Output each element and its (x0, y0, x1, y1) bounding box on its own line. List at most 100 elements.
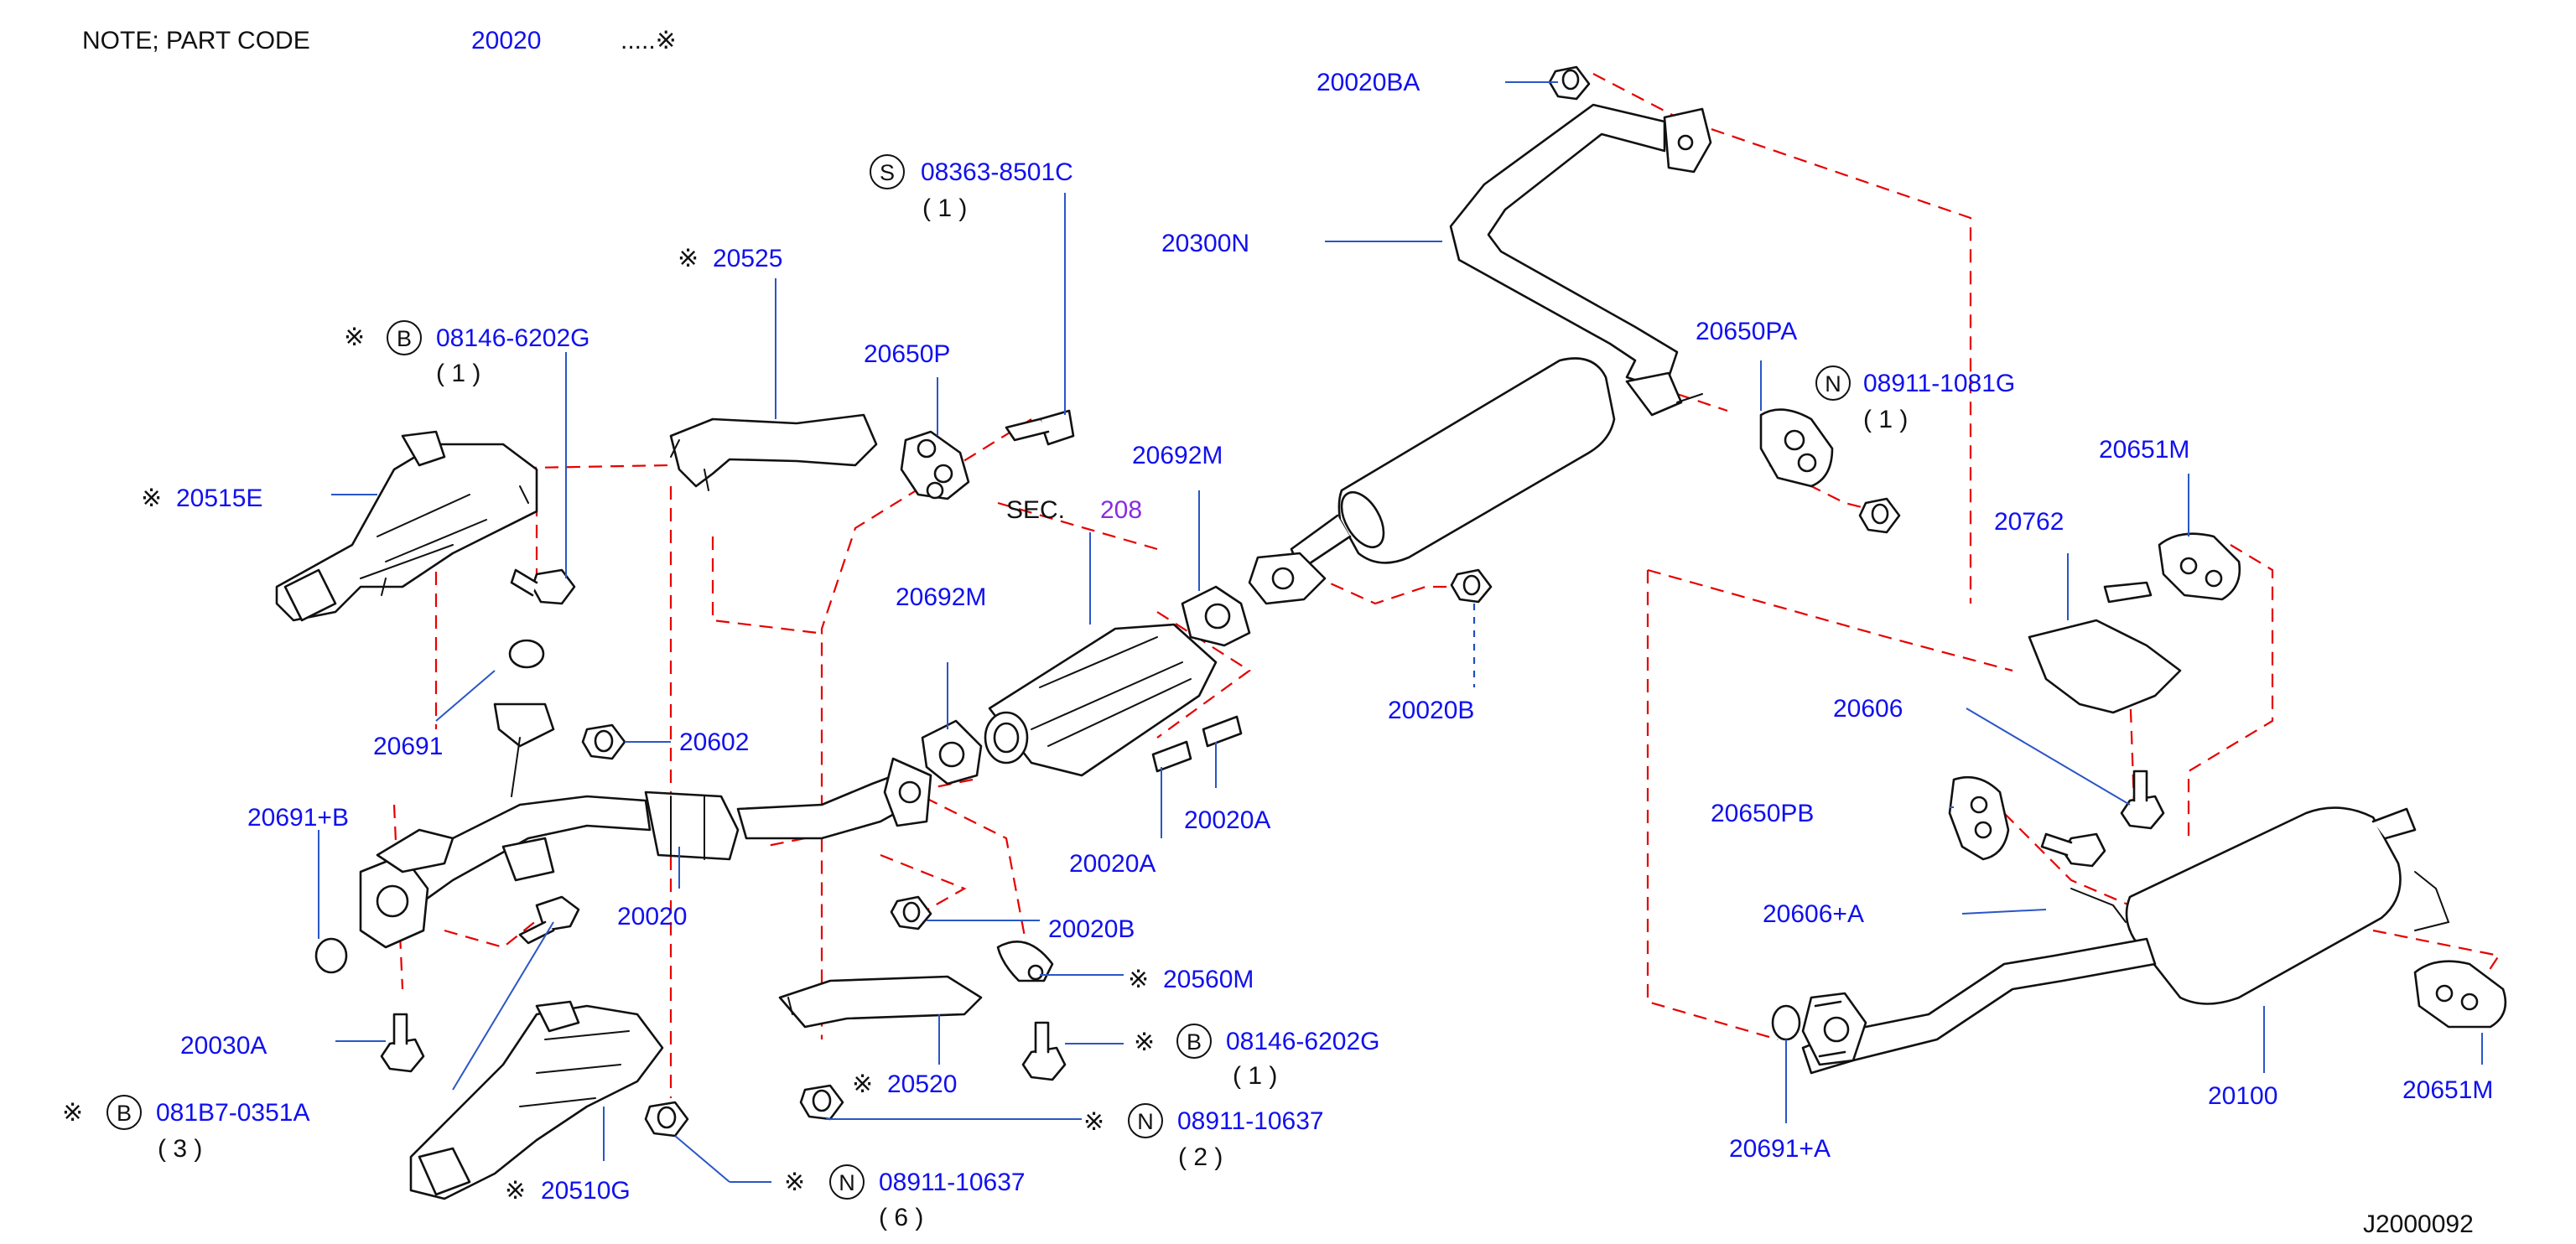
label-20020B-upper: 20020B (1388, 697, 1474, 724)
symbol-circle-b-upper (387, 320, 422, 355)
asterisk-20525: ※ (678, 245, 699, 272)
gasket-20691+B (314, 937, 348, 974)
rubber-hanger-20650PB (1948, 775, 2010, 861)
flange-20691+A (1801, 992, 1867, 1066)
label-08911-10637-b: 08911-10637 (879, 1169, 1026, 1196)
bolt-20606 (2120, 770, 2165, 830)
sec-number: 208 (1100, 496, 1142, 524)
label-20650P: 20650P (864, 340, 950, 368)
label-20692M-upper: 20692M (1132, 442, 1223, 469)
symbol-circle-b-081b7 (106, 1095, 142, 1130)
label-20560M: 20560M (1163, 966, 1254, 993)
symbol-n-b: N (839, 1170, 855, 1195)
label-20606: 20606 (1833, 695, 1903, 723)
label-20100: 20100 (2208, 1082, 2277, 1110)
nut-20020B-lower (890, 895, 932, 930)
bolt-08146-6202G-lower (1021, 1021, 1067, 1081)
leader-lines (318, 81, 2483, 1183)
bolt-08363-8501C (1005, 409, 1075, 446)
note-prefix: NOTE; PART CODE (82, 27, 310, 54)
center-muffler (1248, 357, 1703, 605)
nut-08911-1081G (1858, 497, 1901, 534)
asterisk-20510G: ※ (505, 1177, 526, 1205)
diagram-id: J2000092 (2363, 1210, 2474, 1238)
bolt-20606+A (2040, 832, 2106, 868)
bracket-20762 (2028, 581, 2182, 714)
label-20020BA: 20020BA (1317, 69, 1420, 96)
label-20691+A: 20691+A (1729, 1135, 1831, 1163)
label-08911-10637-a: 08911-10637 (1177, 1107, 1324, 1135)
label-20762: 20762 (1994, 508, 2064, 536)
qty-08911-10637-a: ( 2 ) (1178, 1143, 1223, 1171)
center-catalyst (984, 623, 1218, 777)
symbol-circle-b-lower (1176, 1024, 1212, 1059)
bolt-20030A (380, 1013, 425, 1073)
label-20300N: 20300N (1161, 230, 1249, 257)
gasket-20692M-upper (1181, 585, 1251, 647)
symbol-s: S (880, 160, 895, 185)
label-20020A-left: 20020A (1069, 850, 1156, 878)
label-20651M-lower: 20651M (2402, 1076, 2493, 1104)
label-08363-8501C: 08363-8501C (921, 158, 1073, 186)
gasket-20691+A (1771, 1004, 1801, 1041)
bolt-08146-6202G-upper (510, 568, 576, 605)
gasket-20692M-lower (921, 719, 983, 785)
label-08911-1081G: 08911-1081G (1863, 370, 2015, 397)
asterisk-20515E: ※ (141, 485, 162, 512)
label-20651M-upper: 20651M (2099, 436, 2189, 464)
symbol-n-a: N (1137, 1109, 1154, 1134)
rubber-hanger-20651M-lower (2413, 960, 2507, 1029)
asterisk-08146-lower: ※ (1134, 1029, 1155, 1056)
heat-shield-20525 (669, 413, 878, 491)
asterisk-20520: ※ (852, 1070, 873, 1098)
part-code-note: NOTE; PART CODE 20020 .....※ (82, 27, 677, 54)
symbol-b-lower: B (1187, 1029, 1202, 1055)
heat-insulator-20510G (409, 1000, 664, 1200)
center-pipe-20300N (1449, 103, 1712, 387)
qty-08911-10637-b: ( 6 ) (879, 1204, 923, 1231)
asterisk-08911-a: ※ (1083, 1108, 1104, 1136)
label-08146-6202G-lower: 08146-6202G (1226, 1028, 1380, 1055)
qty-08146-6202G-upper: ( 1 ) (436, 360, 480, 387)
label-20650PB: 20650PB (1711, 800, 1814, 827)
symbol-b-081b7: B (117, 1101, 132, 1126)
label-20650PA: 20650PA (1696, 318, 1797, 345)
label-08146-6202G-upper: 08146-6202G (436, 324, 590, 352)
symbol-circle-n-b (829, 1164, 865, 1200)
heat-shield-20520 (778, 975, 983, 1029)
asterisk-08911-b: ※ (784, 1169, 805, 1196)
note-code: 20020 (471, 27, 541, 54)
qty-081B7-0351A: ( 3 ) (158, 1135, 202, 1163)
asterisk-08146-upper: ※ (344, 324, 365, 351)
label-081B7-0351A: 081B7-0351A (156, 1099, 310, 1127)
label-20020A-right: 20020A (1184, 806, 1270, 834)
label-20020: 20020 (617, 903, 687, 930)
label-20692M-lower: 20692M (896, 583, 986, 611)
label-20606+A: 20606+A (1763, 900, 1864, 928)
gasket-20691 (508, 639, 545, 669)
rear-muffler-20100 (1801, 806, 2450, 1075)
flange-20650P (900, 430, 970, 500)
symbol-circle-s (870, 154, 905, 189)
nut-08911-10637-b (644, 1101, 689, 1138)
note-mark: .....※ (621, 27, 677, 54)
front-pipe-20020 (359, 702, 932, 949)
nut-20020B-upper (1450, 568, 1493, 604)
symbol-b-upper: B (397, 326, 412, 351)
symbol-circle-n-a (1128, 1103, 1163, 1138)
label-20525: 20525 (713, 245, 782, 272)
symbol-circle-n-1081g (1815, 365, 1851, 401)
rubber-hanger-20651M-upper (2158, 532, 2241, 601)
label-20030A: 20030A (180, 1032, 267, 1060)
sec-label: SEC. (1006, 496, 1065, 524)
callout-labels: 20020BA S 08363-8501C ( 1 ) 20300N ※ 205… (62, 69, 2493, 1238)
label-20020B-lower: 20020B (1048, 915, 1135, 943)
qty-08363-8501C: ( 1 ) (922, 194, 967, 222)
label-20510G: 20510G (541, 1177, 631, 1205)
label-20602: 20602 (679, 728, 749, 756)
heat-insulator-20515E (275, 430, 538, 622)
nut-08911-10637-a (799, 1084, 844, 1121)
asterisk-20560M: ※ (1128, 966, 1149, 993)
clamp-20560M (996, 941, 1054, 982)
